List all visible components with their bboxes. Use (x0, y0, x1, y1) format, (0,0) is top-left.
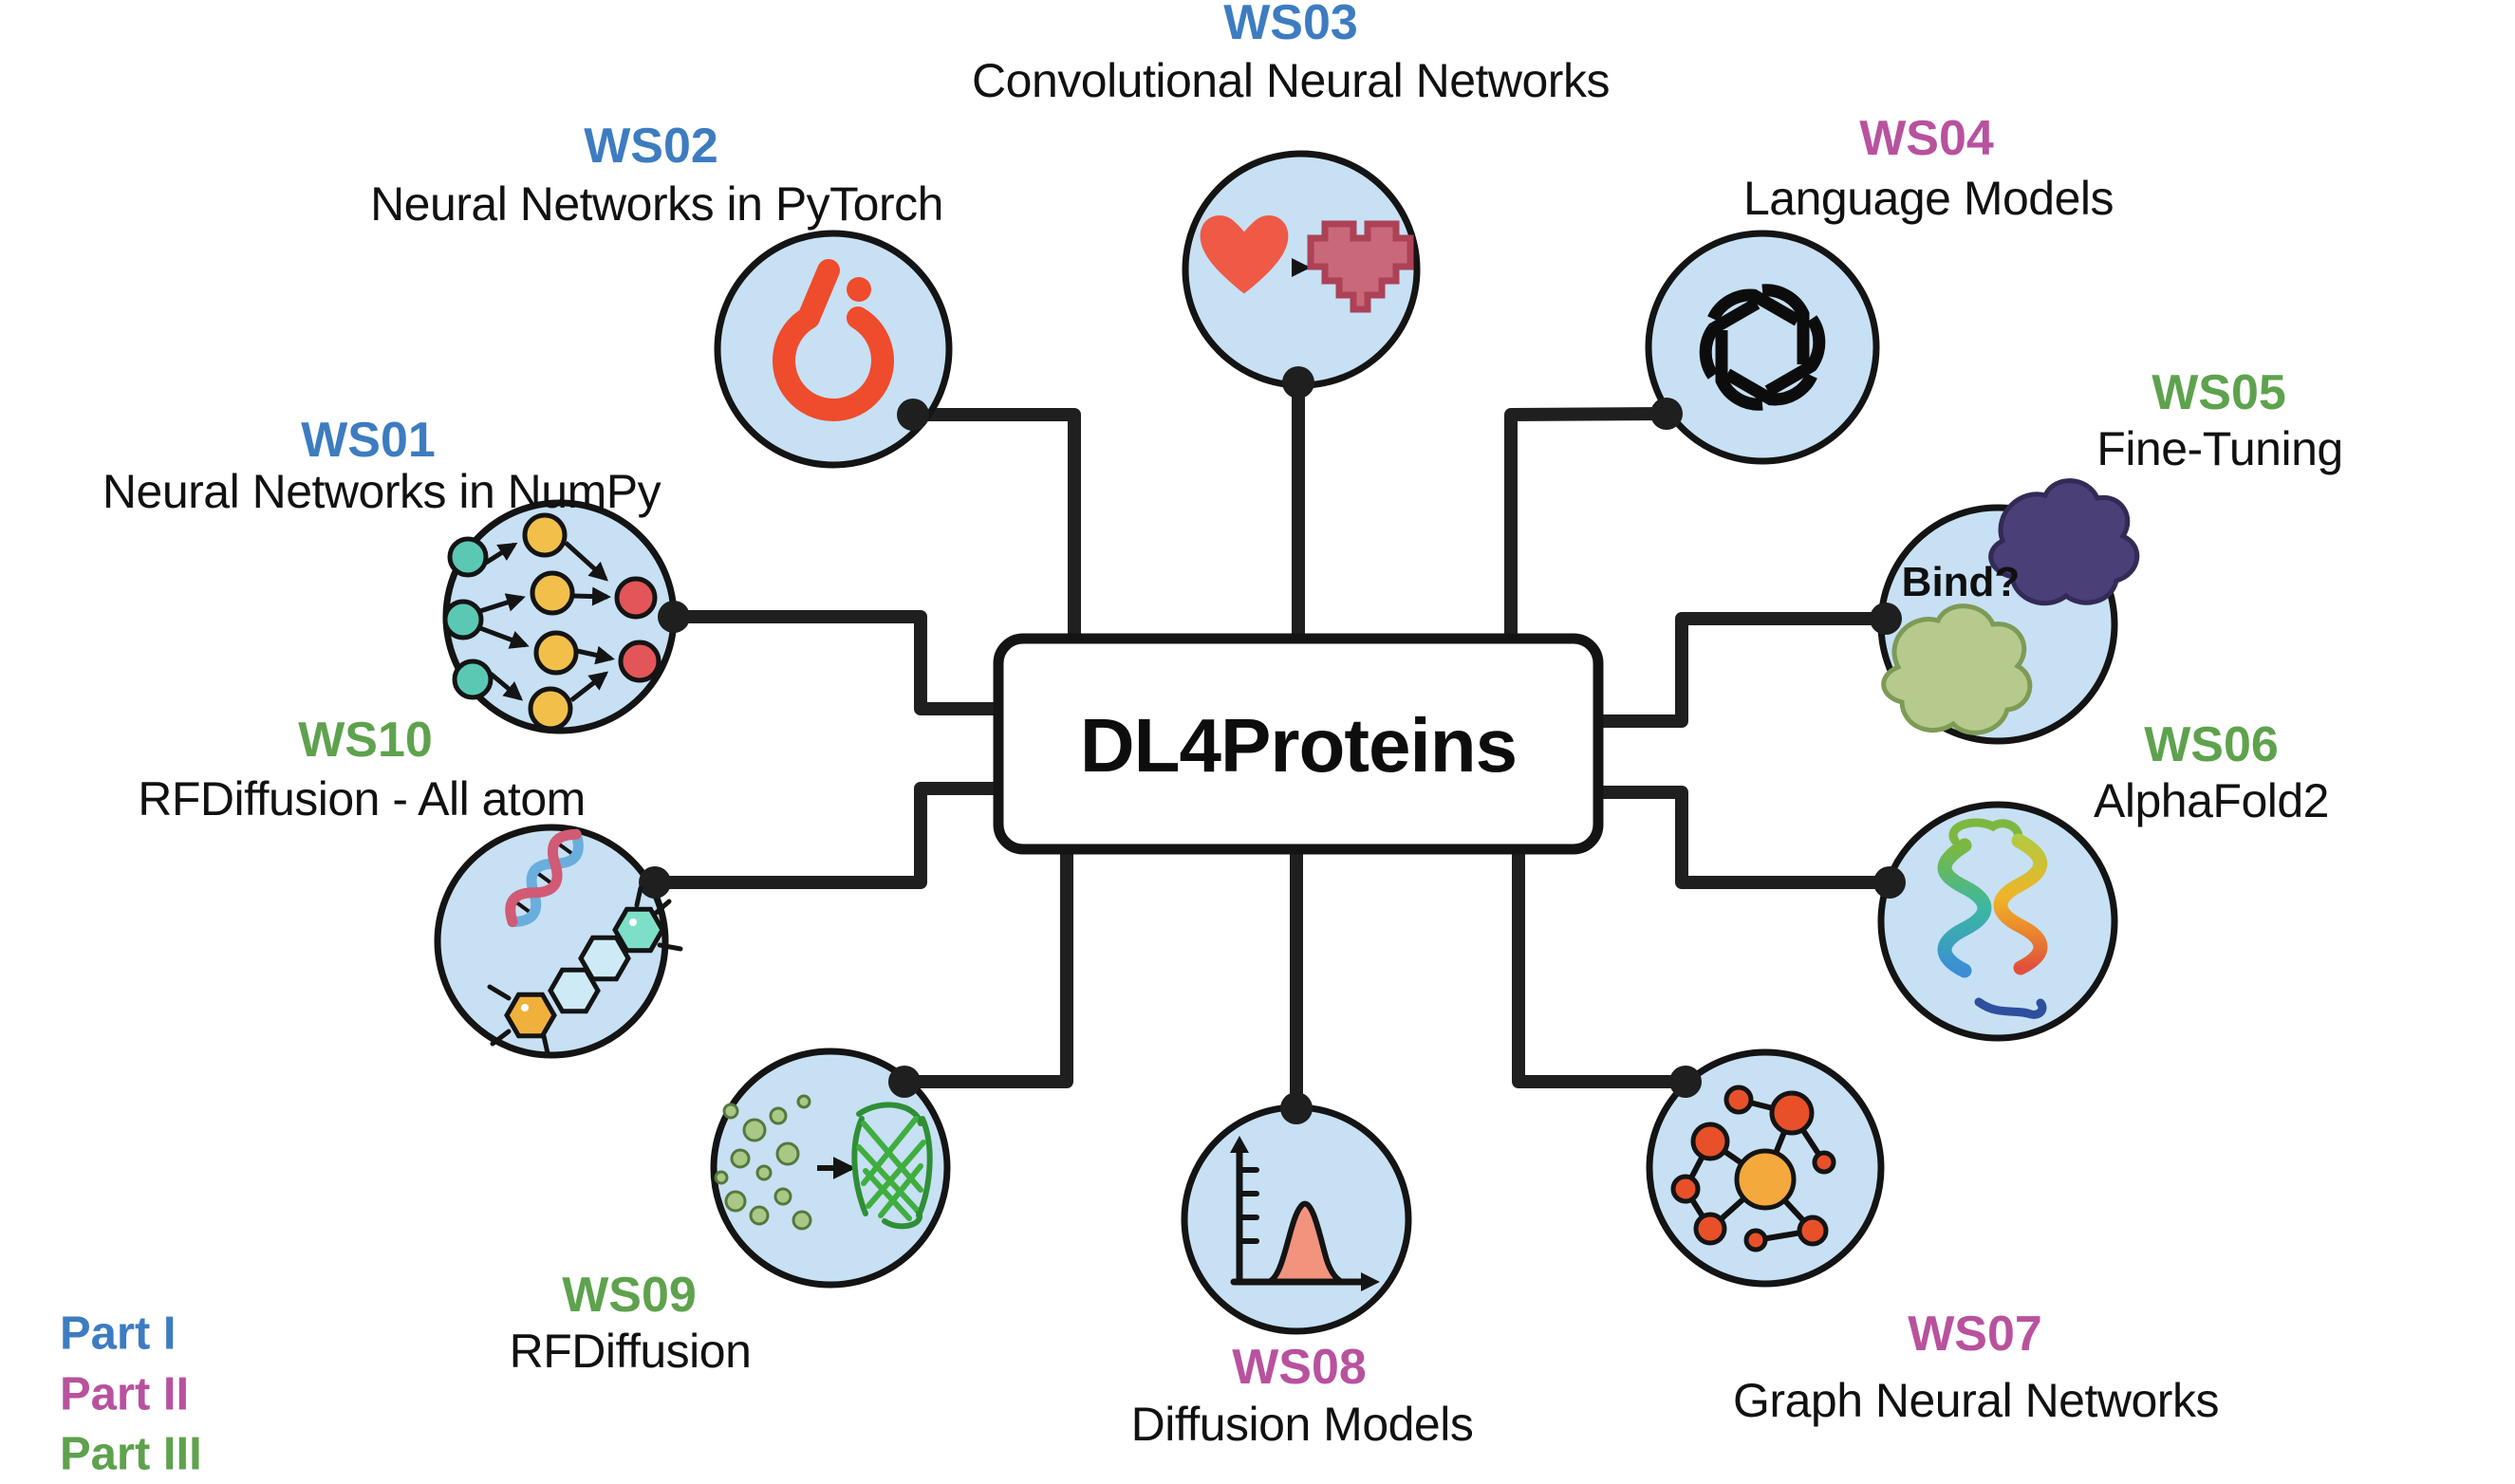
ws09-title-label: RFDiffusion (509, 1325, 752, 1378)
noise-to-protein-icon (714, 1094, 933, 1231)
ws08-code-label: WS08 (1232, 1340, 1367, 1395)
ws05-code-label: WS05 (2152, 365, 2286, 420)
ws09-code-label: WS09 (562, 1268, 697, 1323)
center-box (993, 633, 1604, 855)
connector-ws01 (667, 610, 1011, 715)
junction-dots (639, 366, 1906, 1124)
connector-ws07 (1512, 840, 1692, 1088)
openai-logo-icon (1699, 284, 1826, 411)
gaussian-distribution-icon (1230, 1136, 1380, 1291)
ws06-circle (1877, 801, 2118, 1042)
ws02-circle (714, 230, 953, 469)
ws04-code-label: WS04 (1859, 111, 1994, 166)
dna-helix (505, 828, 584, 928)
ws05-title-label: Fine-Tuning (2096, 422, 2343, 475)
ws06-code-label: WS06 (2144, 717, 2279, 772)
pytorch-flame-icon (773, 259, 894, 422)
connector-ws04 (1504, 407, 1673, 650)
ws07-title-label: Graph Neural Networks (1733, 1374, 2219, 1427)
dna-and-molecules-icon (487, 828, 683, 1056)
connector-ws05 (1588, 612, 1892, 728)
ws02-title-label: Neural Networks in PyTorch (370, 177, 943, 231)
pixel-heart-icon (1307, 220, 1414, 313)
legend-part-i: Part I (60, 1308, 177, 1360)
ws04-title-label: Language Models (1742, 172, 2114, 225)
connector-ws02 (906, 408, 1081, 650)
ws10-title-label: RFDiffusion - All atom (138, 772, 586, 825)
ws01-code-label: WS01 (301, 413, 436, 468)
ws04-circle (1645, 230, 1880, 465)
molecular-graph-icon (1670, 1085, 1836, 1252)
connector-ws10 (648, 782, 1011, 889)
center-box-label: DL4Proteins (1079, 703, 1518, 788)
ws07-code-label: WS07 (1908, 1307, 2042, 1362)
ws02-code-label: WS02 (584, 119, 718, 174)
ws06-title-label: AlphaFold2 (2094, 774, 2329, 827)
ws03-title-label: Convolutional Neural Networks (972, 54, 1610, 107)
bind-question-text: Bind? (1901, 559, 2021, 605)
green-protein-blob (1881, 603, 2033, 735)
ws01-title-label: Neural Networks in NumPy (102, 465, 661, 518)
heart-icon (1200, 214, 1289, 294)
protein-binding-icon (1881, 478, 2140, 735)
ws03-code-label: WS03 (1223, 0, 1358, 50)
neural-network-icon (442, 512, 661, 732)
connector-lines (648, 377, 1896, 1117)
molecule-hexagons (487, 885, 683, 1056)
ws10-code-label: WS10 (298, 713, 433, 768)
protein-ribbon-icon (1937, 818, 2048, 1019)
connector-ws09 (898, 840, 1073, 1088)
green-protein-scribble (851, 1102, 933, 1230)
ws08-title-label: Diffusion Models (1130, 1398, 1474, 1451)
connector-ws06 (1588, 786, 1896, 889)
legend-part-iii: Part III (60, 1428, 202, 1480)
ws10-circle (434, 824, 669, 1059)
purple-protein-blob (1988, 478, 2140, 606)
legend-part-ii: Part II (60, 1368, 190, 1420)
heart-to-pixel-heart-icon (1200, 214, 1414, 313)
